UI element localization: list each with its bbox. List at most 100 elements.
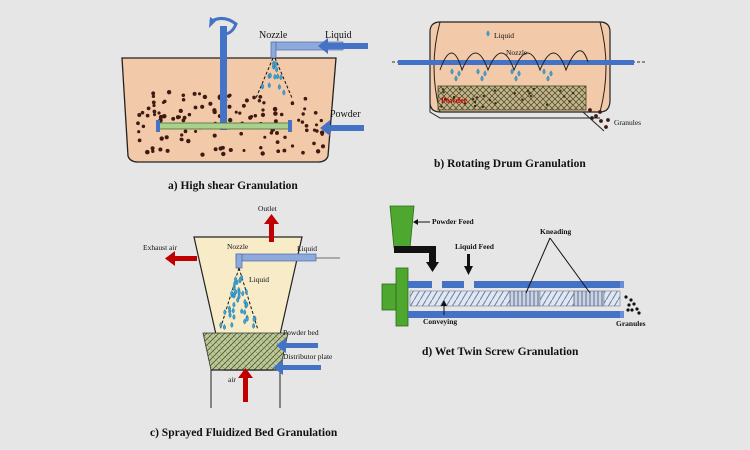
particle-dot-icon xyxy=(303,107,307,111)
particle-dot-icon xyxy=(481,105,484,109)
particle-dot-icon xyxy=(279,112,284,117)
particle-dot-icon xyxy=(313,110,318,115)
particle-dot-icon xyxy=(262,101,266,105)
powder-inlet-arrow xyxy=(320,120,364,136)
liquid-droplet-icon xyxy=(241,290,245,297)
particle-dot-icon xyxy=(162,113,167,119)
barrel-bottom xyxy=(408,311,622,318)
particle-dot-icon xyxy=(242,148,246,153)
particle-dot-icon xyxy=(493,89,497,92)
liquid-droplet-icon xyxy=(222,324,226,331)
particle-dot-icon xyxy=(630,308,634,312)
distributor-plate-arrow xyxy=(273,360,321,375)
fluid-bed-liquid-pipe xyxy=(235,253,317,262)
liquid-droplet-icon xyxy=(480,75,484,82)
particle-dot-icon xyxy=(213,147,218,152)
caption-b: b) Rotating Drum Granulation xyxy=(434,158,586,170)
particle-dot-icon xyxy=(177,115,182,119)
label-conveying: Conveying xyxy=(423,317,457,326)
particle-dot-icon xyxy=(212,109,217,115)
liquid-droplet-icon xyxy=(227,305,231,312)
rotation-arrow-icon xyxy=(209,17,238,36)
particle-dot-icon xyxy=(320,132,324,136)
particle-dot-icon xyxy=(315,149,321,154)
liquid-droplet-icon xyxy=(276,73,280,80)
particle-dot-icon xyxy=(545,103,549,106)
particle-dot-icon xyxy=(312,128,317,132)
panel-twin-screw: Powder Feed Liquid Feed Kneading Conveyi… xyxy=(381,205,646,358)
label-exhaust-air: Exhaust air xyxy=(143,243,177,252)
particle-dot-icon xyxy=(632,302,636,306)
liquid-droplet-icon xyxy=(549,70,553,77)
particle-dot-icon xyxy=(482,94,485,98)
particle-dot-icon xyxy=(599,119,603,123)
particle-dot-icon xyxy=(275,131,279,135)
liquid-droplet-icon xyxy=(231,307,235,314)
kneading-block-1 xyxy=(509,290,541,307)
liquid-droplet-icon xyxy=(245,301,249,308)
particle-dot-icon xyxy=(272,106,278,112)
particle-dot-icon xyxy=(626,308,630,312)
particle-dot-icon xyxy=(488,99,492,102)
particle-dot-icon xyxy=(440,105,443,108)
liquid-droplet-icon xyxy=(279,74,283,81)
particle-dot-icon xyxy=(260,112,266,117)
liquid-droplet-icon xyxy=(232,301,236,308)
conveying-screw xyxy=(409,290,511,307)
particle-dot-icon xyxy=(221,151,226,157)
particle-dot-icon xyxy=(181,93,186,98)
particle-dot-icon xyxy=(635,307,639,311)
particle-dot-icon xyxy=(202,94,208,100)
liquid-droplet-icon xyxy=(450,68,454,75)
liquid-droplet-icon xyxy=(261,83,265,90)
exhaust-air-arrow xyxy=(165,251,197,266)
air-inlet-arrow xyxy=(238,368,253,402)
particle-dot-icon xyxy=(181,98,186,102)
particle-dot-icon xyxy=(442,91,445,94)
label-drum-nozzle: Nozzle xyxy=(506,48,528,57)
liquid-droplet-icon xyxy=(517,70,521,77)
particle-dot-icon xyxy=(263,135,267,139)
liquid-droplet-icon xyxy=(230,321,234,328)
particle-dot-icon xyxy=(234,110,238,114)
particle-dot-icon xyxy=(304,128,309,133)
nozzle xyxy=(270,41,277,59)
particle-dot-icon xyxy=(166,90,172,95)
particle-dot-icon xyxy=(238,111,242,115)
particle-dot-icon xyxy=(194,129,198,133)
liquid-droplet-icon xyxy=(219,321,223,328)
particle-dot-icon xyxy=(187,112,192,117)
label-powder-feed: Powder Feed xyxy=(432,217,475,226)
particle-dot-icon xyxy=(140,110,145,115)
particle-dot-icon xyxy=(559,89,562,92)
label-kneading: Kneading xyxy=(540,227,572,236)
particle-dot-icon xyxy=(146,106,151,111)
particle-dot-icon xyxy=(228,147,233,153)
particle-dot-icon xyxy=(244,98,249,103)
particle-dot-icon xyxy=(145,113,150,118)
label-drum-powder: Powder xyxy=(441,96,468,105)
particle-dot-icon xyxy=(253,113,258,118)
particle-dot-icon xyxy=(627,303,631,307)
impeller-shaft xyxy=(220,26,227,130)
particle-dot-icon xyxy=(152,103,156,108)
fluid-bed-nozzle xyxy=(235,253,243,269)
liquid-droplet-icon xyxy=(454,75,458,82)
panel-high-shear: Nozzle Liquid Powder a) High shear Granu… xyxy=(121,17,368,192)
particle-dot-icon xyxy=(532,87,536,91)
particle-dot-icon xyxy=(192,91,197,96)
particle-dot-icon xyxy=(472,98,475,101)
particle-dot-icon xyxy=(227,104,232,109)
particle-dot-icon xyxy=(183,129,188,134)
particle-dot-icon xyxy=(303,96,308,101)
liquid-droplet-icon xyxy=(273,73,277,80)
particle-dot-icon xyxy=(239,131,244,136)
particle-dot-icon xyxy=(588,108,592,112)
high-shear-bowl xyxy=(121,57,337,163)
particle-dot-icon xyxy=(320,144,326,149)
particle-dot-icon xyxy=(606,118,610,122)
liquid-droplet-icon xyxy=(277,83,281,90)
particle-dot-icon xyxy=(163,99,167,104)
particle-dot-icon xyxy=(290,101,295,106)
particle-dot-icon xyxy=(624,295,628,299)
